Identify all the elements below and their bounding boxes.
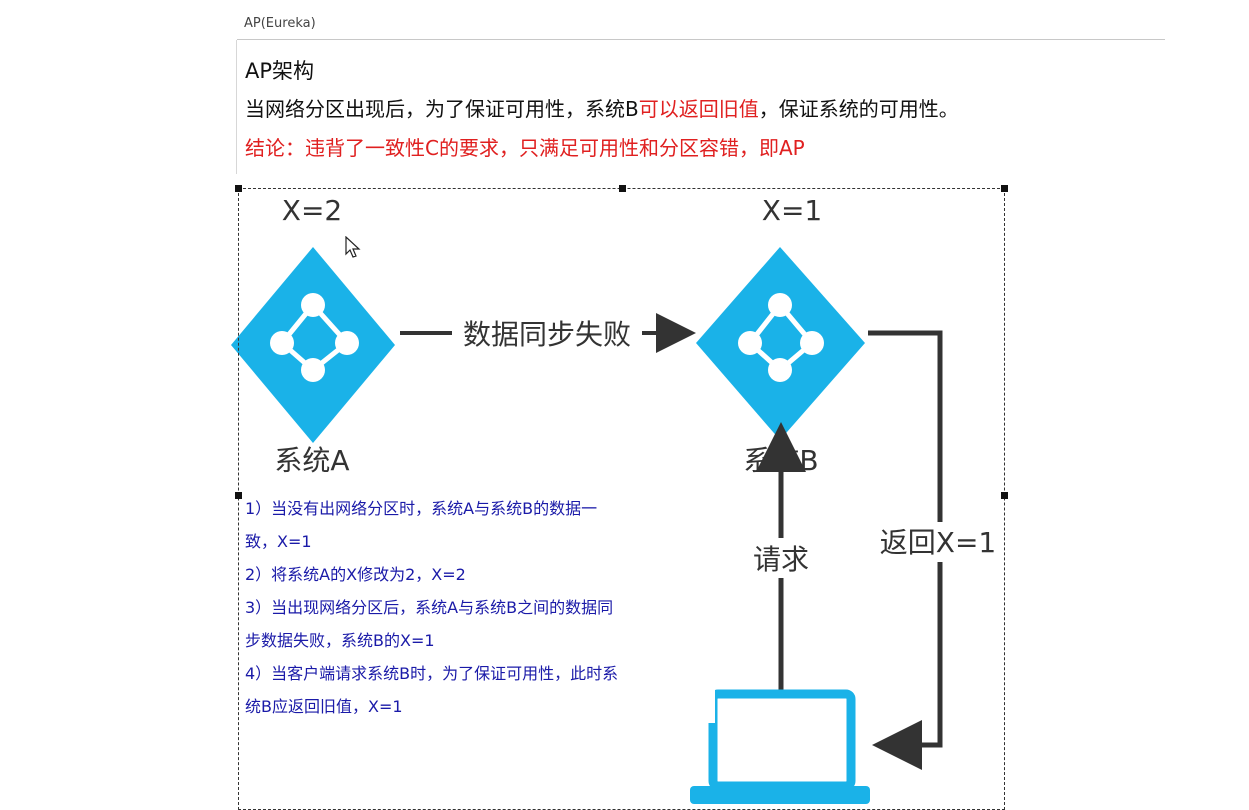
note-line: 步数据失败，系统B的X=1: [245, 631, 435, 650]
resize-handle-middle-left[interactable]: [235, 492, 242, 499]
title-divider: [237, 39, 1165, 40]
node-a-value: X=2: [282, 194, 342, 227]
resize-handle-top-center[interactable]: [619, 185, 626, 192]
document-title: AP(Eureka): [244, 16, 316, 31]
note-line: 致，X=1: [245, 532, 312, 551]
sync-failed-label: 数据同步失败: [463, 318, 631, 351]
description-highlight: 可以返回旧值: [638, 97, 759, 121]
system-a-node: [231, 247, 395, 443]
network-node-icon: [231, 247, 395, 443]
note-line: 4）当客户端请求系统B时，为了保证可用性，此时系: [245, 664, 619, 683]
note-line: 统B应返回旧值，X=1: [245, 697, 403, 716]
resize-handle-middle-right[interactable]: [1001, 492, 1008, 499]
description-line: 当网络分区出现后，为了保证可用性，系统B可以返回旧值，保证系统的可用性。: [245, 93, 959, 122]
node-b-value: X=1: [762, 194, 822, 227]
conclusion-line: 结论：违背了一致性C的要求，只满足可用性和分区容错，即AP: [245, 136, 805, 160]
description-text-start: 当网络分区出现后，为了保证可用性，系统B: [245, 97, 639, 121]
return-label: 返回X=1: [880, 526, 996, 559]
resize-handle-top-left[interactable]: [235, 185, 242, 192]
text-block-border: [236, 40, 237, 174]
system-b-node: [696, 247, 865, 440]
description-text-end: ，保证系统的可用性。: [758, 97, 959, 121]
node-a-label: 系统A: [274, 444, 349, 477]
notes-text-box[interactable]: 1）当没有出网络分区时，系统A与系统B的数据一 致，X=1 2）将系统A的X修改…: [245, 492, 715, 723]
section-heading: AP架构: [245, 59, 315, 83]
mouse-pointer-icon: [345, 236, 361, 258]
laptop-icon: [690, 689, 870, 804]
note-line: 3）当出现网络分区后，系统A与系统B之间的数据同: [245, 598, 614, 617]
resize-handle-top-right[interactable]: [1001, 185, 1008, 192]
note-line: 1）当没有出网络分区时，系统A与系统B的数据一: [245, 499, 598, 518]
request-label: 请求: [753, 543, 809, 576]
note-line: 2）将系统A的X修改为2，X=2: [245, 565, 466, 584]
network-node-icon: [696, 247, 865, 440]
